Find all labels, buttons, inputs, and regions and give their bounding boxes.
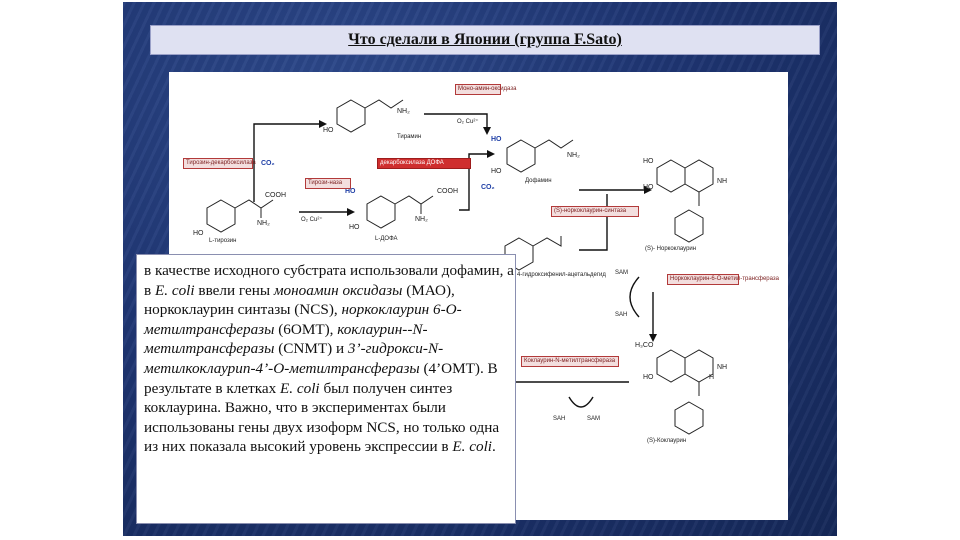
o2-cu-label-1: O₂ Cu²⁺ <box>457 119 479 125</box>
co2-label-1: CO₂ <box>261 160 275 167</box>
enzyme-tyrosinase: Тирози-наза <box>305 178 351 189</box>
coclaurine-h3co: H₃CO <box>635 342 654 349</box>
arrow-tyrosine-tyramine <box>253 123 319 202</box>
ldopa-ho-2: HO <box>349 224 360 231</box>
tyrosine-nh2: NH₂ <box>257 220 270 227</box>
tyramine-ho: HO <box>323 127 334 134</box>
text-6omt: норкоклаурин 6-О-метилтрансферазы <box>144 301 462 338</box>
text-s3: ввели гены <box>194 281 274 299</box>
sam-sah-curve-2 <box>568 396 594 408</box>
text-4omt: 3’-гидрокси-N-метилкоклаурип-4’-О-метилт… <box>144 340 444 377</box>
coclaurine-label: (S)-Коклаурин <box>647 438 687 444</box>
text-s7: (6ОМТ), <box>274 320 338 338</box>
tyrosine-label: L-тирозин <box>209 238 237 244</box>
norcoclaurine-nh: NH <box>717 178 728 185</box>
tyrosine-cooh: COOH <box>265 192 286 199</box>
enzyme-ncs: (S)-норкоклаурин-синтаза <box>551 206 639 217</box>
ldopa-nh2: NH₂ <box>415 216 428 223</box>
slide-title: Что сделали в Японии (группа F.Sato) <box>348 31 622 48</box>
norcoclaurine-ring-a <box>656 159 686 193</box>
coclaurine-h: H <box>709 374 715 381</box>
sah-label-2: SAH <box>553 416 566 422</box>
sam-label-2: SAM <box>587 416 601 422</box>
text-s5: (МАО), норкоклаурин синтазы (NCS), <box>144 281 455 319</box>
tyramine-label: Тирамин <box>397 134 422 140</box>
text-cnmt: коклаурин--N-метилтрансферазы <box>144 320 428 358</box>
co2-label-2: CO₂ <box>481 184 495 191</box>
explanation-text-box: в качестве исходного субстрата использов… <box>136 254 516 524</box>
ldopa-ho-1: HO <box>345 188 356 195</box>
tyrosine-ring <box>206 199 236 233</box>
coclaurine-nh: NH <box>717 364 728 371</box>
text-ecoli-1: E. coli <box>154 281 195 299</box>
tyrosine-ho: HO <box>193 230 204 237</box>
sah-label-1: SAH <box>615 312 628 318</box>
enzyme-dopa-decarboxylase: декарбоксилаза ДОФА <box>377 158 471 169</box>
pathway-svg <box>206 99 714 435</box>
enzyme-6omt: Норкоклаурин-6-О-метил-трансфераза <box>667 274 779 285</box>
dopamine-ho-2: HO <box>491 168 502 175</box>
coclaurine-ho: HO <box>643 374 654 381</box>
dopamine-ho-1: HO <box>491 136 502 143</box>
norcoclaurine-ho-2: HO <box>643 184 654 191</box>
norcoclaurine-label: (S)- Норкоклаурин <box>645 246 697 252</box>
sam-label-1: SAM <box>615 270 629 276</box>
text-ecoli-3: E. coli <box>452 438 493 456</box>
norcoclaurine-ho-1: HO <box>643 158 654 165</box>
coclaurine-ring-b <box>674 401 704 435</box>
ldopa-ring <box>366 195 396 229</box>
ldopa-cooh: COOH <box>437 188 458 195</box>
dopamine-ring <box>506 139 536 173</box>
text-s9: (CNMT) и <box>274 340 348 358</box>
dopamine-nh2: NH₂ <box>567 152 580 159</box>
enzyme-cnmt: Коклаурин-N-метилтрансфераза <box>521 356 619 367</box>
aldehyde-label: 4-гидроксифенил-ацетальдегид <box>517 272 606 278</box>
o2-cu-label-2: O₂ Cu²⁺ <box>301 217 323 223</box>
sam-sah-curve-1 <box>629 276 640 318</box>
text-mao: моноамин оксидазы <box>273 281 403 299</box>
text-ecoli-2: E. coli <box>279 379 320 397</box>
tyramine-nh2: NH₂ <box>397 108 410 115</box>
norcoclaurine-ring-b <box>674 209 704 243</box>
arrow-ldopa-dopamine <box>459 153 487 211</box>
tyramine-ring <box>336 99 366 133</box>
text-s1: в качестве исходного субстрата использов… <box>144 262 514 299</box>
ldopa-label: L-ДОФА <box>375 236 398 242</box>
enzyme-tyrosine-decarboxylase: Тирозин-декарбоксилаза <box>183 158 256 169</box>
text-s13: был получен синтез коклаурина. Важно, чт… <box>144 379 500 456</box>
text-s15: . <box>492 438 496 456</box>
slide-title-box: Что сделали в Японии (группа F.Sato) <box>150 25 820 55</box>
dopamine-label: Дофамин <box>525 178 552 184</box>
explanation-paragraph: в качестве исходного субстрата использов… <box>144 261 515 457</box>
text-s11: (4’ОМТ). В результате в клетках <box>144 359 498 397</box>
enzyme-monoamine-oxidase: Моно-амин-оксидаза <box>455 84 516 95</box>
coclaurine-ring-a <box>656 349 686 383</box>
arrow-aldehyde-join <box>579 194 608 251</box>
arrow-tyramine-dopamine <box>424 113 488 127</box>
